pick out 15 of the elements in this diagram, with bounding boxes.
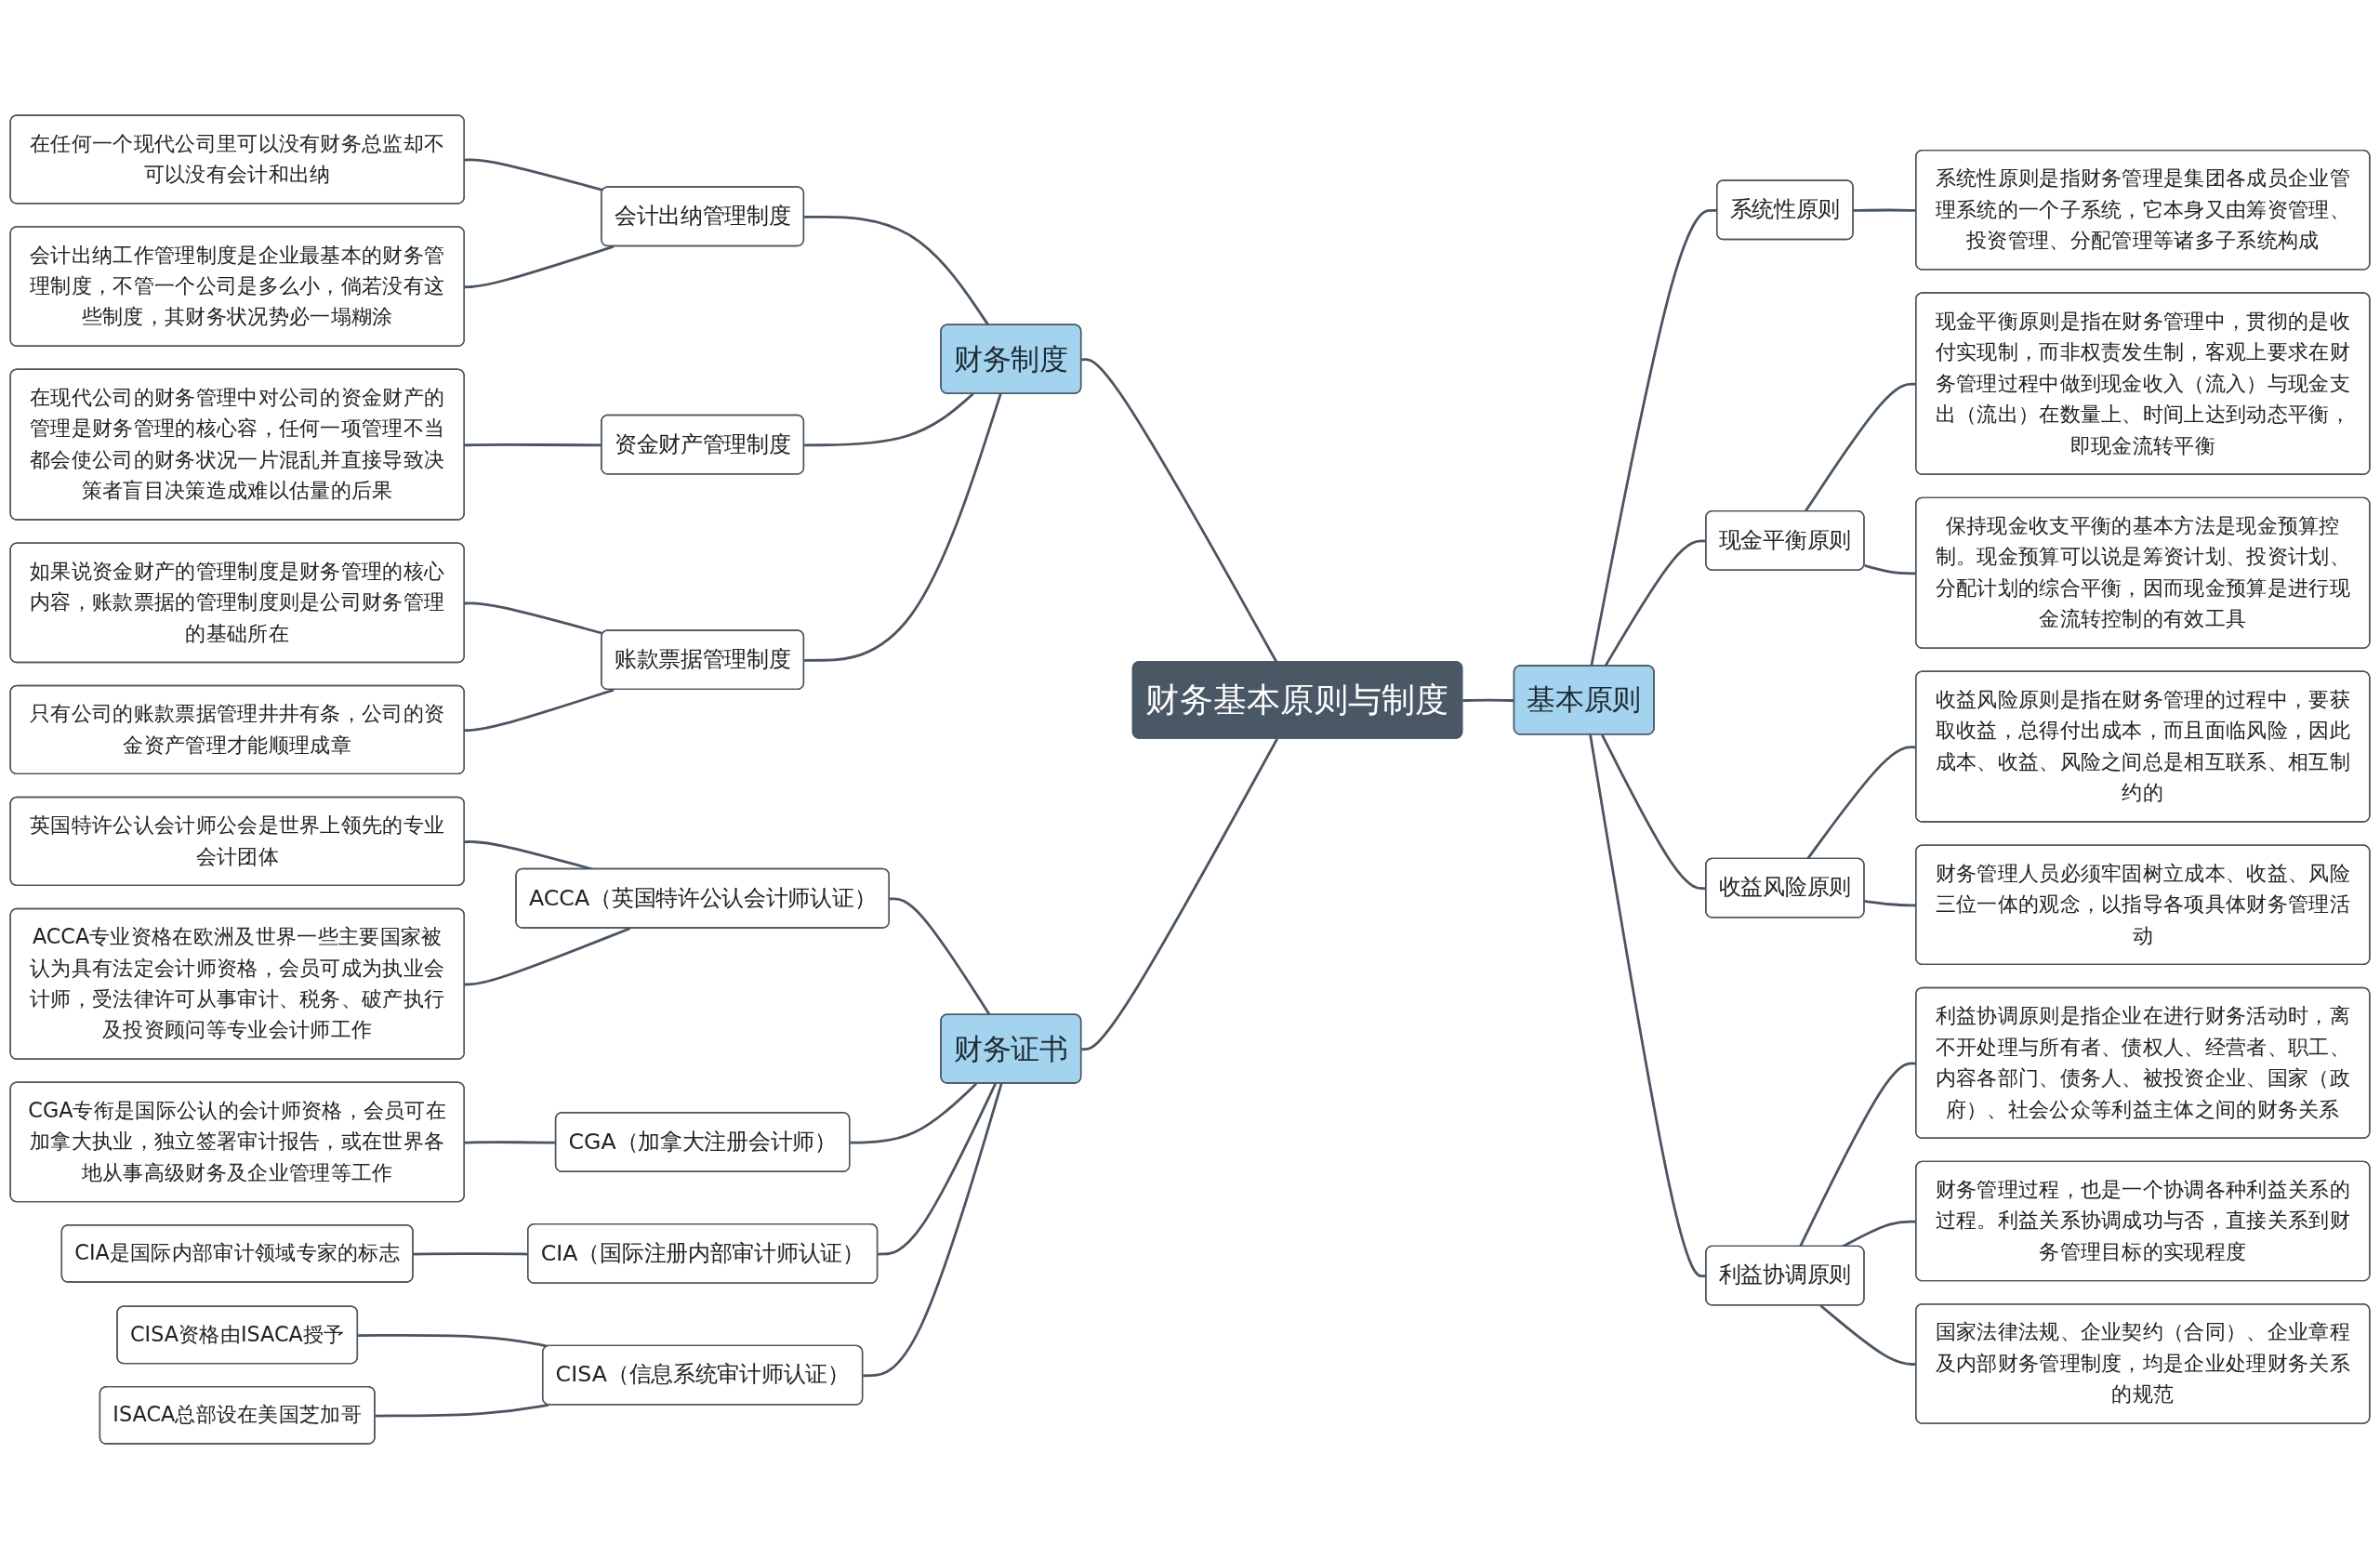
connector <box>464 158 604 192</box>
connector <box>464 244 615 289</box>
connector <box>464 927 631 986</box>
connector <box>850 1082 978 1144</box>
connector <box>804 215 990 326</box>
connector <box>878 1083 997 1256</box>
connector <box>1081 738 1278 1051</box>
connector <box>804 392 974 447</box>
connector <box>375 1403 549 1418</box>
connector <box>889 897 991 1016</box>
connector <box>863 1083 1003 1378</box>
connector <box>464 688 615 733</box>
connector <box>358 1334 549 1348</box>
connector <box>804 393 1002 662</box>
connector <box>464 601 604 635</box>
